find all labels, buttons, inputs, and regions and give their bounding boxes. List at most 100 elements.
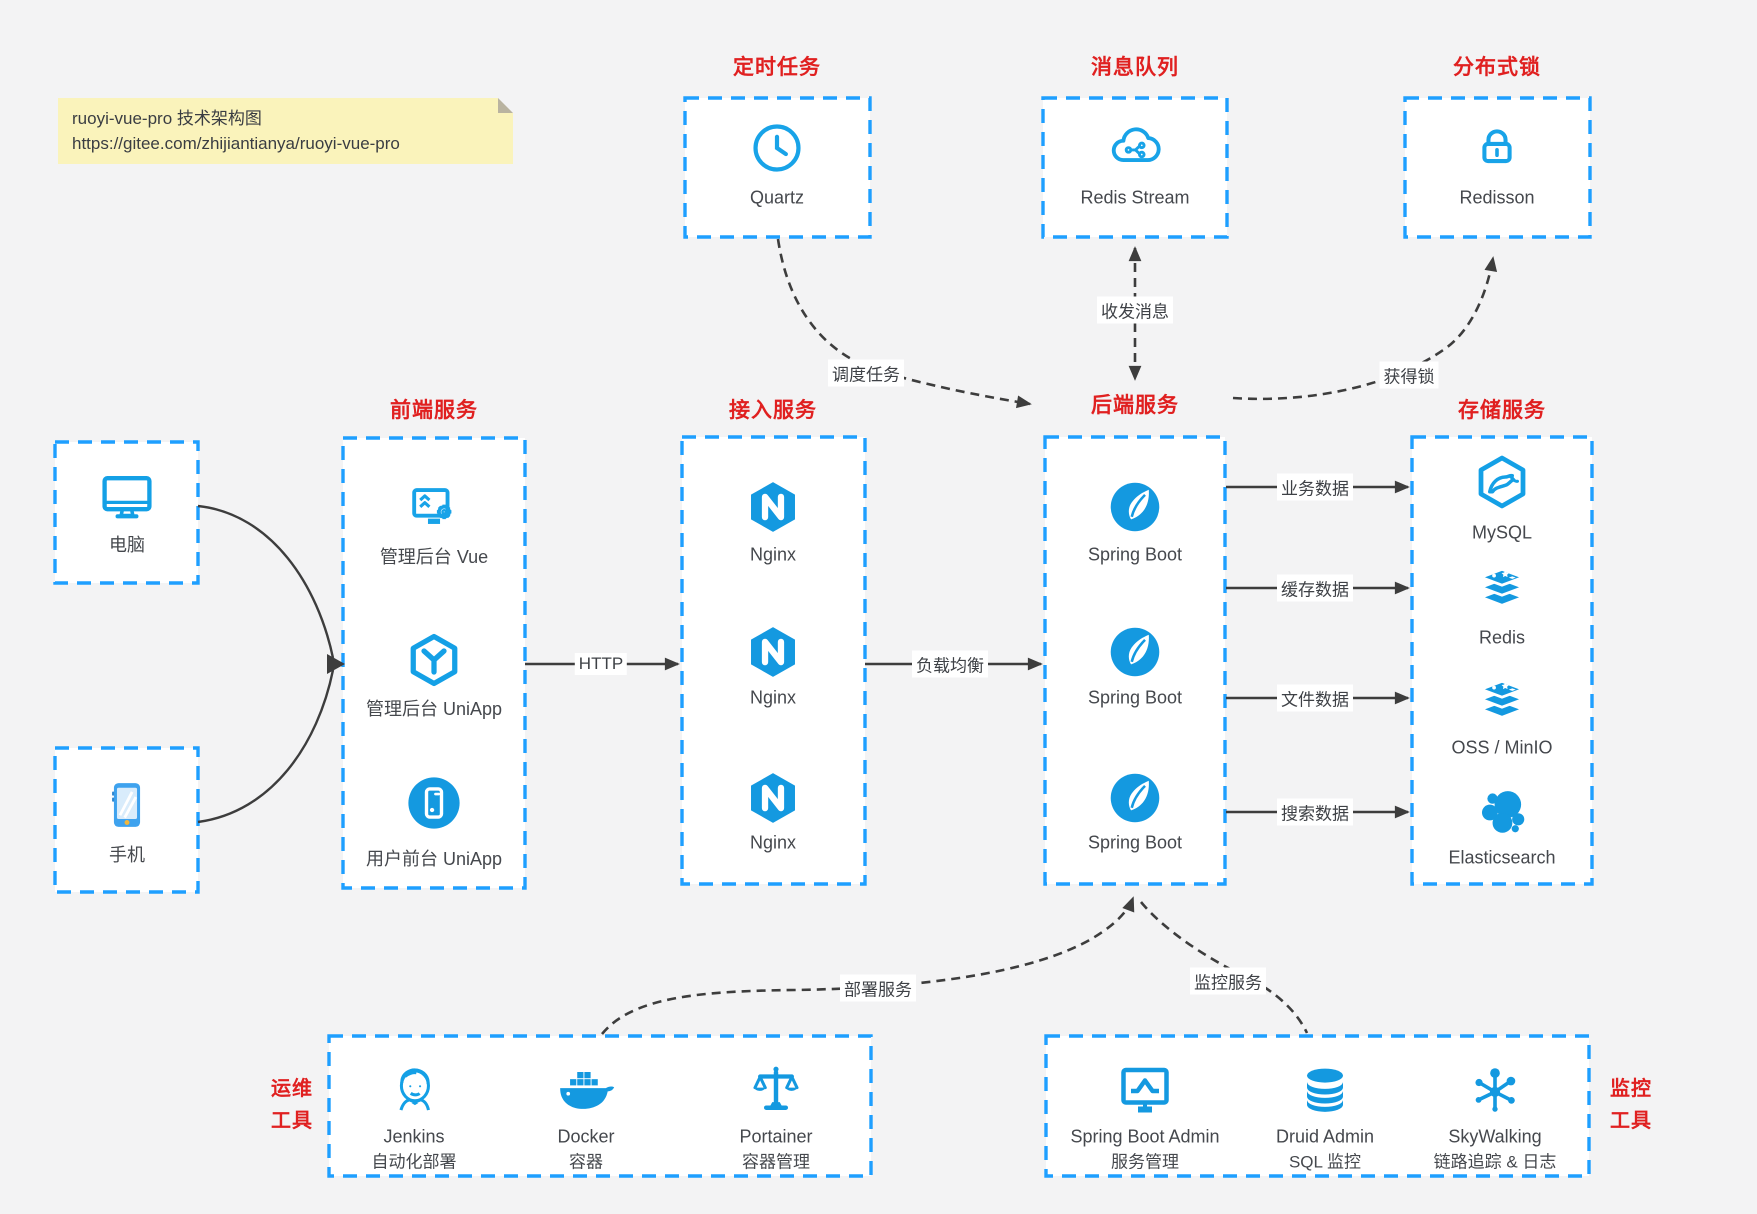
node-label-druid: Druid Admin bbox=[1275, 1126, 1375, 1147]
title-backend: 后端服务 bbox=[1091, 394, 1179, 417]
node-label-redis: Redis bbox=[1478, 627, 1526, 648]
panel-backend: Spring Boot Spring Boot Spring Boot bbox=[1045, 437, 1225, 884]
node-label-redisson: Redisson bbox=[1459, 187, 1535, 208]
edge-label-cache-data: 缓存数据 bbox=[1277, 574, 1353, 602]
edge-label-message: 收发消息 bbox=[1097, 296, 1173, 324]
node-label-nginx-2: Nginx bbox=[749, 687, 797, 708]
elasticsearch-icon bbox=[1481, 791, 1525, 833]
node-label-computer: 电脑 bbox=[109, 535, 145, 555]
panel-phone: 手机 bbox=[55, 748, 198, 892]
title-lock: 分布式锁 bbox=[1453, 56, 1541, 79]
node-label-docker: Docker bbox=[557, 1126, 615, 1147]
spring-boot-icon bbox=[1110, 627, 1160, 677]
jenkins-icon bbox=[399, 1068, 430, 1111]
edge-label-http: HTTP bbox=[574, 653, 628, 675]
edge-phone-curve bbox=[197, 669, 335, 824]
node-label-jenkins: Jenkins bbox=[383, 1126, 445, 1147]
redis-stream-cloud-icon bbox=[1111, 127, 1161, 163]
edge-label-schedule: 调度任务 bbox=[828, 359, 904, 387]
node-label-springboot-2: Spring Boot bbox=[1087, 687, 1183, 708]
node-desc-portainer: 容器管理 bbox=[742, 1152, 810, 1172]
title-ops-tools: 运维 工具 bbox=[271, 1078, 313, 1132]
node-label-phone: 手机 bbox=[109, 845, 145, 865]
nginx-icon bbox=[751, 482, 795, 532]
edge-monitor-curve bbox=[1139, 901, 1309, 1034]
node-desc-sba: 服务管理 bbox=[1111, 1152, 1179, 1172]
uniapp-icon bbox=[410, 633, 458, 687]
edge-schedule-curve bbox=[776, 238, 1032, 409]
node-label-nginx-3: Nginx bbox=[749, 832, 797, 853]
sticky-note: ruoyi-vue-pro 技术架构图 https://gitee.com/zh… bbox=[58, 98, 513, 164]
node-label-sba: Spring Boot Admin bbox=[1070, 1126, 1220, 1147]
smartphone-icon bbox=[112, 783, 141, 827]
portainer-icon bbox=[753, 1066, 799, 1110]
panel-gateway: Nginx Nginx Nginx bbox=[682, 437, 865, 884]
panel-computer: 电脑 bbox=[55, 442, 198, 583]
node-label-mysql: MySQL bbox=[1471, 522, 1533, 543]
box-computer bbox=[53, 440, 200, 585]
panel-ops: Jenkins 自动化部署 Docker 容器 bbox=[329, 1036, 871, 1176]
edge-label-search-data: 搜索数据 bbox=[1277, 798, 1353, 826]
edge-deploy-curve bbox=[600, 896, 1135, 1035]
skywalking-icon bbox=[1475, 1068, 1516, 1112]
title-frontend: 前端服务 bbox=[390, 399, 478, 422]
padlock-icon bbox=[1482, 129, 1512, 164]
edge-devices-arrowhead bbox=[327, 654, 345, 674]
panel-mq: Redis Stream bbox=[1043, 98, 1227, 237]
node-label-nginx-1: Nginx bbox=[749, 544, 797, 565]
node-label-user-uniapp: 用户前台 UniApp bbox=[365, 849, 503, 869]
note-line-2: https://gitee.com/zhijiantianya/ruoyi-vu… bbox=[72, 133, 400, 153]
docker-icon bbox=[560, 1072, 615, 1109]
box-lock bbox=[1403, 96, 1592, 239]
title-scheduler: 定时任务 bbox=[733, 56, 821, 79]
node-label-portainer: Portainer bbox=[739, 1126, 813, 1147]
spring-boot-admin-icon bbox=[1121, 1067, 1169, 1113]
box-monitoring bbox=[1044, 1034, 1591, 1178]
node-label-oss-minio: OSS / MinIO bbox=[1451, 737, 1553, 758]
edge-label-file-data: 文件数据 bbox=[1277, 684, 1353, 712]
panel-scheduler: Quartz bbox=[685, 98, 870, 237]
node-label-springboot-3: Spring Boot bbox=[1087, 832, 1183, 853]
edge-label-deploy: 部署服务 bbox=[840, 974, 916, 1002]
panel-lock: Redisson bbox=[1405, 98, 1590, 237]
druid-icon bbox=[1307, 1068, 1343, 1112]
node-label-skywalking: SkyWalking bbox=[1448, 1126, 1542, 1147]
redis-icon bbox=[1479, 567, 1525, 607]
edge-lock-curve bbox=[1232, 256, 1498, 401]
node-desc-skywalking: 链路追踪 & 日志 bbox=[1433, 1152, 1557, 1172]
nginx-icon bbox=[751, 627, 795, 677]
clock-icon bbox=[753, 124, 801, 172]
edge-label-monitor: 监控服务 bbox=[1190, 967, 1266, 995]
admin-vue-icon bbox=[412, 488, 452, 524]
node-desc-docker: 容器 bbox=[569, 1152, 603, 1172]
spring-boot-icon bbox=[1110, 482, 1160, 532]
node-desc-jenkins: 自动化部署 bbox=[371, 1152, 457, 1172]
panel-monitoring: Spring Boot Admin 服务管理 Druid Admin SQL 监… bbox=[1046, 1036, 1589, 1176]
node-label-elasticsearch: Elasticsearch bbox=[1448, 847, 1556, 868]
spring-boot-icon bbox=[1110, 773, 1160, 823]
panel-storage: MySQL Redis bbox=[1412, 437, 1592, 884]
node-label-admin-vue: 管理后台 Vue bbox=[379, 547, 489, 567]
panel-frontend: 管理后台 Vue 管理后台 UniApp 用户前台 UniApp bbox=[343, 438, 525, 888]
node-label-quartz: Quartz bbox=[749, 187, 805, 208]
mysql-icon bbox=[1478, 455, 1526, 509]
node-label-admin-uniapp: 管理后台 UniApp bbox=[365, 699, 503, 719]
mobile-app-icon bbox=[408, 777, 460, 829]
oss-icon bbox=[1479, 679, 1525, 719]
note-fold-corner bbox=[498, 98, 513, 113]
nginx-icon bbox=[751, 773, 795, 823]
desktop-icon bbox=[102, 475, 152, 519]
node-label-redis-stream: Redis Stream bbox=[1080, 187, 1190, 208]
title-monitoring-tools: 监控 工具 bbox=[1610, 1078, 1652, 1132]
edge-label-business-data: 业务数据 bbox=[1277, 473, 1353, 501]
title-storage: 存储服务 bbox=[1458, 399, 1546, 422]
edge-computer-curve bbox=[197, 504, 335, 659]
node-desc-druid: SQL 监控 bbox=[1288, 1152, 1362, 1172]
edge-label-acquire-lock: 获得锁 bbox=[1379, 361, 1439, 389]
note-line-1: ruoyi-vue-pro 技术架构图 bbox=[72, 109, 262, 128]
title-mq: 消息队列 bbox=[1091, 56, 1179, 79]
edge-label-load-balance: 负载均衡 bbox=[912, 650, 988, 678]
node-label-springboot-1: Spring Boot bbox=[1087, 544, 1183, 565]
box-mq bbox=[1041, 96, 1229, 239]
